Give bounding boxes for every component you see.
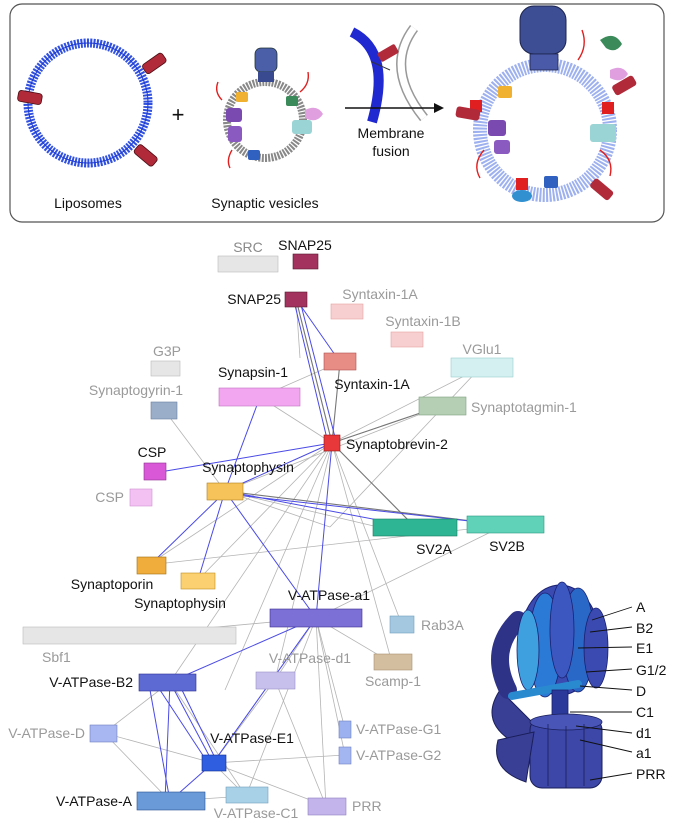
node-vatpase-d-label: V-ATPase-D <box>8 725 85 741</box>
fused-vesicle-graphic <box>455 5 637 202</box>
node-synaptotagmin1-label: Synaptotagmin-1 <box>471 399 577 415</box>
node-vatpase-g1 <box>338 720 352 739</box>
atpase-label-e1: E1 <box>636 640 653 656</box>
node-syntaxin1a <box>323 352 357 371</box>
node-synapsin1-label: Synapsin-1 <box>218 364 288 380</box>
node-syntaxin1b-label: Syntaxin-1B <box>385 313 460 329</box>
node-synaptophysin-2-label: Synaptophysin <box>134 595 226 611</box>
node-snap25-top <box>292 253 319 270</box>
node-src-label: SRC <box>233 239 263 255</box>
node-synaptobrevin2 <box>323 434 341 452</box>
node-vatpase-a1-label: V-ATPase-a1 <box>288 587 370 603</box>
atpase-label-d1: d1 <box>636 725 652 741</box>
node-synaptoporin <box>136 556 167 575</box>
plus-sign: + <box>172 102 185 127</box>
node-synaptogyrin1 <box>150 401 178 420</box>
node-vatpase-d1-label: V-ATPase-d1 <box>269 650 351 666</box>
node-vatpase-d <box>89 724 118 743</box>
node-vatpase-a-label: V-ATPase-A <box>56 793 133 809</box>
atpase-label-prr: PRR <box>636 766 666 782</box>
node-rab3a-label: Rab3A <box>421 617 464 633</box>
atpase-label-a1: a1 <box>636 745 652 761</box>
node-vatpase-g2 <box>338 746 352 765</box>
node-syntaxin1b <box>390 331 424 348</box>
node-vatpase-b2 <box>138 673 197 692</box>
node-csp <box>143 462 167 481</box>
atpase-label-a: A <box>636 599 646 615</box>
node-vatpase-e1 <box>201 754 227 772</box>
node-syntaxin1a-faint <box>330 303 364 320</box>
fusion-schematic-panel: Liposomes + Synaptic vesicles <box>9 3 665 223</box>
node-synaptotagmin1 <box>418 396 467 416</box>
atpase-label-d: D <box>636 683 646 699</box>
node-synaptobrevin2-label: Synaptobrevin-2 <box>346 436 448 452</box>
node-vatpase-c1-label: V-ATPase-C1 <box>214 805 299 821</box>
node-sv2b <box>466 515 545 534</box>
node-csp-label: CSP <box>138 444 167 460</box>
atpase-label-g12: G1/2 <box>636 662 667 678</box>
node-vatpase-b2-label: V-ATPase-B2 <box>49 674 133 690</box>
node-synaptogyrin1-label: Synaptogyrin-1 <box>89 382 183 398</box>
node-snap25-top-label: SNAP25 <box>278 237 332 253</box>
node-csp-faint-label: CSP <box>95 489 124 505</box>
node-syntaxin1a-label: Syntaxin-1A <box>334 376 410 392</box>
node-sbf1 <box>22 626 237 645</box>
node-sbf1-label: Sbf1 <box>42 649 71 665</box>
node-scamp1-label: Scamp-1 <box>365 673 421 689</box>
liposome-protein <box>17 52 167 167</box>
vatpase-large-icon <box>519 5 567 71</box>
node-synaptophysin <box>206 482 244 501</box>
node-sv2a-label: SV2A <box>416 541 452 557</box>
node-snap25 <box>284 291 308 308</box>
node-vatpase-a <box>136 791 206 811</box>
node-vglu1 <box>450 357 514 378</box>
fusion-arrow-head <box>434 103 444 113</box>
atpase-label-c1: C1 <box>636 704 654 720</box>
node-snap25-label: SNAP25 <box>227 291 281 307</box>
node-vatpase-a1 <box>269 608 363 628</box>
node-rab3a <box>389 615 415 634</box>
liposomes-label: Liposomes <box>54 195 122 211</box>
membrane-label: Membrane <box>358 125 425 141</box>
node-sv2a <box>372 518 458 537</box>
node-src <box>217 255 279 273</box>
vatpase-structure-illustration: A B2 E1 G1/2 D C1 d1 a1 PRR <box>491 581 667 789</box>
node-synapsin1 <box>218 387 301 407</box>
node-syntaxin1a-faint-label: Syntaxin-1A <box>342 286 418 302</box>
node-prr <box>307 797 347 816</box>
synaptic-vesicle-graphic <box>215 47 323 169</box>
node-vglu1-label: VGlu1 <box>463 341 502 357</box>
node-vatpase-g1-label: V-ATPase-G1 <box>356 721 442 737</box>
node-csp-faint <box>129 488 153 507</box>
vatpase-mini-icon <box>254 47 278 82</box>
node-vatpase-e1-label: V-ATPase-E1 <box>210 730 294 746</box>
node-scamp1 <box>373 653 413 671</box>
node-synaptophysin-label: Synaptophysin <box>202 459 294 475</box>
node-g3p-label: G3P <box>153 343 181 359</box>
node-synaptoporin-label: Synaptoporin <box>71 576 154 592</box>
atpase-label-b2: B2 <box>636 620 653 636</box>
liposome-graphic <box>17 38 167 168</box>
node-vatpase-c1 <box>225 786 269 804</box>
node-vatpase-d1 <box>255 671 296 690</box>
node-vatpase-g2-label: V-ATPase-G2 <box>356 747 442 763</box>
node-synaptophysin-2 <box>180 572 216 590</box>
node-g3p <box>150 360 181 377</box>
node-sv2b-label: SV2B <box>489 538 525 554</box>
synaptic-vesicles-label: Synaptic vesicles <box>211 195 318 211</box>
network-nodes: SRC SNAP25 SNAP25 Syntaxin-1A Syntaxin-1… <box>8 237 577 821</box>
node-prr-label: PRR <box>352 798 382 814</box>
fusion-label: fusion <box>372 143 409 159</box>
